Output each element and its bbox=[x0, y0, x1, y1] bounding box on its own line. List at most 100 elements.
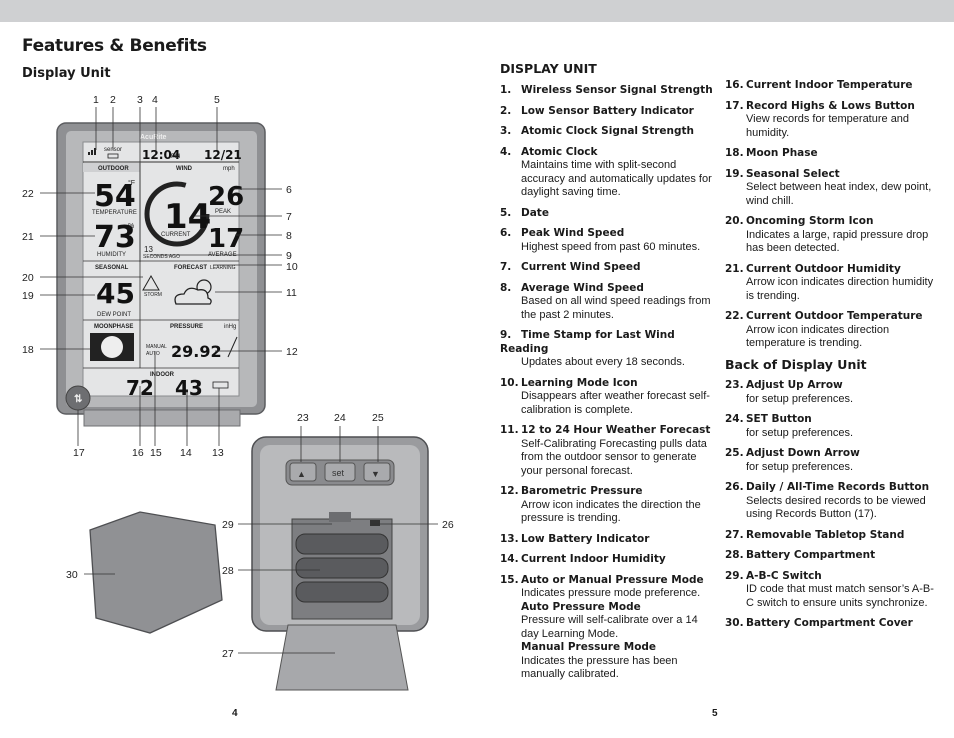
page-number-left: 4 bbox=[232, 708, 238, 719]
seasonal-label: SEASONAL bbox=[95, 265, 129, 271]
peak-label: PEAK bbox=[215, 209, 231, 215]
humidity-pct: % bbox=[128, 223, 134, 230]
item-number: 15. bbox=[500, 573, 519, 586]
item-title: 13.Low Battery Indicator bbox=[500, 533, 715, 547]
tabletop-stand bbox=[275, 624, 409, 691]
item-title: 5. Date bbox=[500, 207, 715, 221]
up-arrow-icon: ▲ bbox=[297, 469, 306, 479]
item-title-text: Removable Tabletop Stand bbox=[746, 528, 905, 541]
clock-pm: PM bbox=[171, 154, 180, 160]
set-button-label: set bbox=[332, 468, 345, 478]
item-title: 7. Current Wind Speed bbox=[500, 261, 715, 275]
current-label: CURRENT bbox=[161, 232, 191, 238]
item-description: Pressure will self-calibrate over a 14 d… bbox=[521, 614, 698, 640]
item-number: 24. bbox=[725, 413, 744, 425]
item-title: 23.Adjust Up Arrow bbox=[725, 379, 935, 393]
item-title: 29.A-B-C Switch bbox=[725, 570, 935, 584]
callout-28: 28 bbox=[222, 565, 234, 577]
records-switch bbox=[370, 520, 380, 526]
list-item: 28.Battery Compartment bbox=[725, 549, 935, 563]
item-title: 19.Seasonal Select bbox=[725, 168, 935, 182]
seconds-value: 13 bbox=[144, 245, 153, 254]
low-battery-icon bbox=[212, 381, 229, 389]
item-description: Indicates the pressure has been manually… bbox=[521, 654, 678, 681]
temp-unit: °F bbox=[128, 179, 135, 187]
item-number: 5. bbox=[500, 206, 512, 219]
forecast-label: FORECAST bbox=[174, 265, 207, 271]
date-display: 12/21 bbox=[204, 148, 242, 162]
dew-point-label: DEW POINT bbox=[97, 312, 131, 318]
item-description: for setup preferences. bbox=[746, 426, 854, 439]
callout-12: 12 bbox=[286, 346, 298, 358]
item-title-text: Daily / All-Time Records Button bbox=[746, 481, 930, 493]
item-description: for setup preferences. bbox=[746, 392, 854, 405]
item-title-text: SET Button bbox=[746, 413, 812, 425]
callout-4: 4 bbox=[152, 94, 158, 106]
item-description: Arrow icon indicates direction humidity … bbox=[746, 276, 934, 302]
item-title-text: Adjust Down Arrow bbox=[746, 447, 860, 459]
item-number: 13. bbox=[500, 532, 519, 545]
records-button-icon: ⇅ bbox=[74, 394, 83, 405]
item-number: 22. bbox=[725, 310, 744, 322]
up-arrow-button bbox=[289, 462, 317, 482]
dew-point-value: 45 bbox=[96, 277, 135, 310]
list-item: 5. Date bbox=[500, 207, 715, 221]
item-description: Based on all wind speed readings from th… bbox=[521, 295, 711, 321]
wind-label: WIND bbox=[176, 166, 193, 172]
outdoor-temp: 54 bbox=[94, 179, 136, 214]
abc-switch bbox=[329, 512, 351, 522]
item-title-text: Moon Phase bbox=[746, 147, 818, 159]
item-title-text: Oncoming Storm Icon bbox=[746, 215, 874, 227]
back-unit-figure: ▲ set ▼ 23 24 25 26 29 28 27 30 bbox=[66, 412, 454, 691]
auto-label: AUTO bbox=[146, 351, 160, 357]
item-title-text: Peak Wind Speed bbox=[521, 227, 625, 239]
item-title: 12.Barometric Pressure bbox=[500, 485, 715, 499]
list-item: 3.Atomic Clock Signal Strength bbox=[500, 125, 715, 139]
callout-30: 30 bbox=[66, 569, 78, 581]
set-button bbox=[324, 462, 356, 482]
item-number: 30. bbox=[725, 617, 744, 629]
item-subheading: Auto Pressure Mode bbox=[521, 600, 641, 613]
callout-10: 10 bbox=[286, 261, 298, 273]
item-description: Arrow icon indicates the direction the p… bbox=[521, 498, 701, 525]
callout-19: 19 bbox=[22, 290, 34, 302]
item-title-text: Atomic Clock bbox=[521, 145, 598, 158]
callout-24: 24 bbox=[334, 412, 346, 424]
item-title-text: Barometric Pressure bbox=[521, 485, 643, 497]
battery-3 bbox=[295, 581, 389, 603]
item-title-text: Seasonal Select bbox=[746, 167, 840, 180]
pressure-trend-icon bbox=[227, 336, 238, 358]
item-title: 25.Adjust Down Arrow bbox=[725, 447, 935, 461]
indoor-humidity: 43 bbox=[175, 376, 203, 400]
item-title-text: Low Battery Indicator bbox=[521, 532, 650, 545]
item-title-text: Learning Mode Icon bbox=[521, 376, 638, 389]
callout-25: 25 bbox=[372, 412, 384, 424]
item-title-text: Low Sensor Battery Indicator bbox=[521, 104, 694, 117]
callout-8: 8 bbox=[286, 230, 292, 242]
item-title-text: Atomic Clock Signal Strength bbox=[521, 125, 695, 137]
item-description: Highest speed from past 60 minutes. bbox=[521, 240, 701, 253]
item-title-text: Date bbox=[521, 206, 549, 219]
item-description: Arrow icon indicates direction temperatu… bbox=[746, 323, 890, 350]
item-number: 7. bbox=[500, 261, 512, 273]
item-description: Indicates pressure mode preference. bbox=[521, 587, 701, 599]
callout-20: 20 bbox=[22, 272, 34, 284]
item-description: Updates about every 18 seconds. bbox=[521, 356, 685, 368]
down-arrow-button bbox=[363, 462, 391, 482]
callout-21: 21 bbox=[22, 231, 34, 243]
item-title-text: Wireless Sensor Signal Strength bbox=[521, 84, 713, 96]
list-item: 7. Current Wind Speed bbox=[500, 261, 715, 275]
item-number: 14. bbox=[500, 553, 519, 565]
item-description: Self-Calibrating Forecasting pulls data … bbox=[521, 437, 707, 477]
item-title: 6.Peak Wind Speed bbox=[500, 227, 715, 241]
item-title-text: Current Wind Speed bbox=[521, 261, 641, 273]
display-unit-heading: DISPLAY UNIT bbox=[500, 61, 597, 76]
